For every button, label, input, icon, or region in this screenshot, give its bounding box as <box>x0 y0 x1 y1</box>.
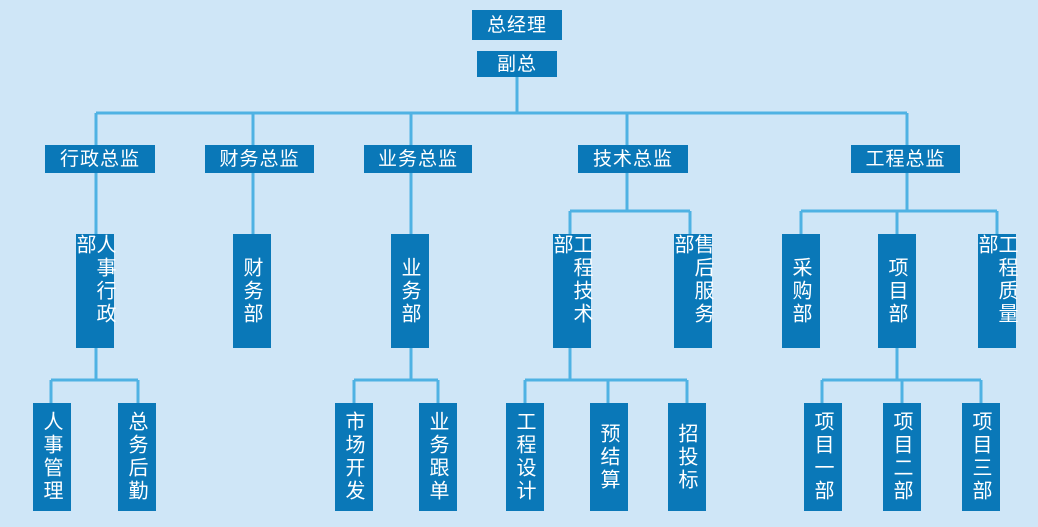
node-quality-dept: 工程质量部 <box>975 234 1019 348</box>
node-general-logistics: 总务后勤 <box>118 403 156 511</box>
node-hr-admin-dept: 人事行政部 <box>73 234 117 348</box>
node-project-one: 项目一部 <box>804 403 842 511</box>
node-finance-dept: 财务部 <box>233 234 271 348</box>
node-engineering-design: 工程设计 <box>506 403 544 511</box>
node-finance-director: 财务总监 <box>205 145 314 173</box>
node-admin-director: 行政总监 <box>45 145 155 173</box>
node-business-director: 业务总监 <box>364 145 472 173</box>
node-tendering: 招投标 <box>668 403 706 511</box>
node-tech-director: 技术总监 <box>578 145 688 173</box>
node-hr-management: 人事管理 <box>33 403 71 511</box>
node-market-development: 市场开发 <box>335 403 373 511</box>
node-engineering-director: 工程总监 <box>851 145 960 173</box>
node-order-followup: 业务跟单 <box>419 403 457 511</box>
node-project-dept: 项目部 <box>878 234 916 348</box>
node-engineering-tech-dept: 工程技术部 <box>550 234 594 348</box>
node-deputy-general-manager: 副总 <box>477 51 557 77</box>
node-budget-settlement: 预结算 <box>590 403 628 511</box>
node-project-two: 项目二部 <box>883 403 921 511</box>
node-purchasing-dept: 采购部 <box>782 234 820 348</box>
node-business-dept: 业务部 <box>391 234 429 348</box>
node-general-manager: 总经理 <box>472 10 562 40</box>
node-after-sales-dept: 售后服务部 <box>671 234 715 348</box>
node-project-three: 项目三部 <box>962 403 1000 511</box>
